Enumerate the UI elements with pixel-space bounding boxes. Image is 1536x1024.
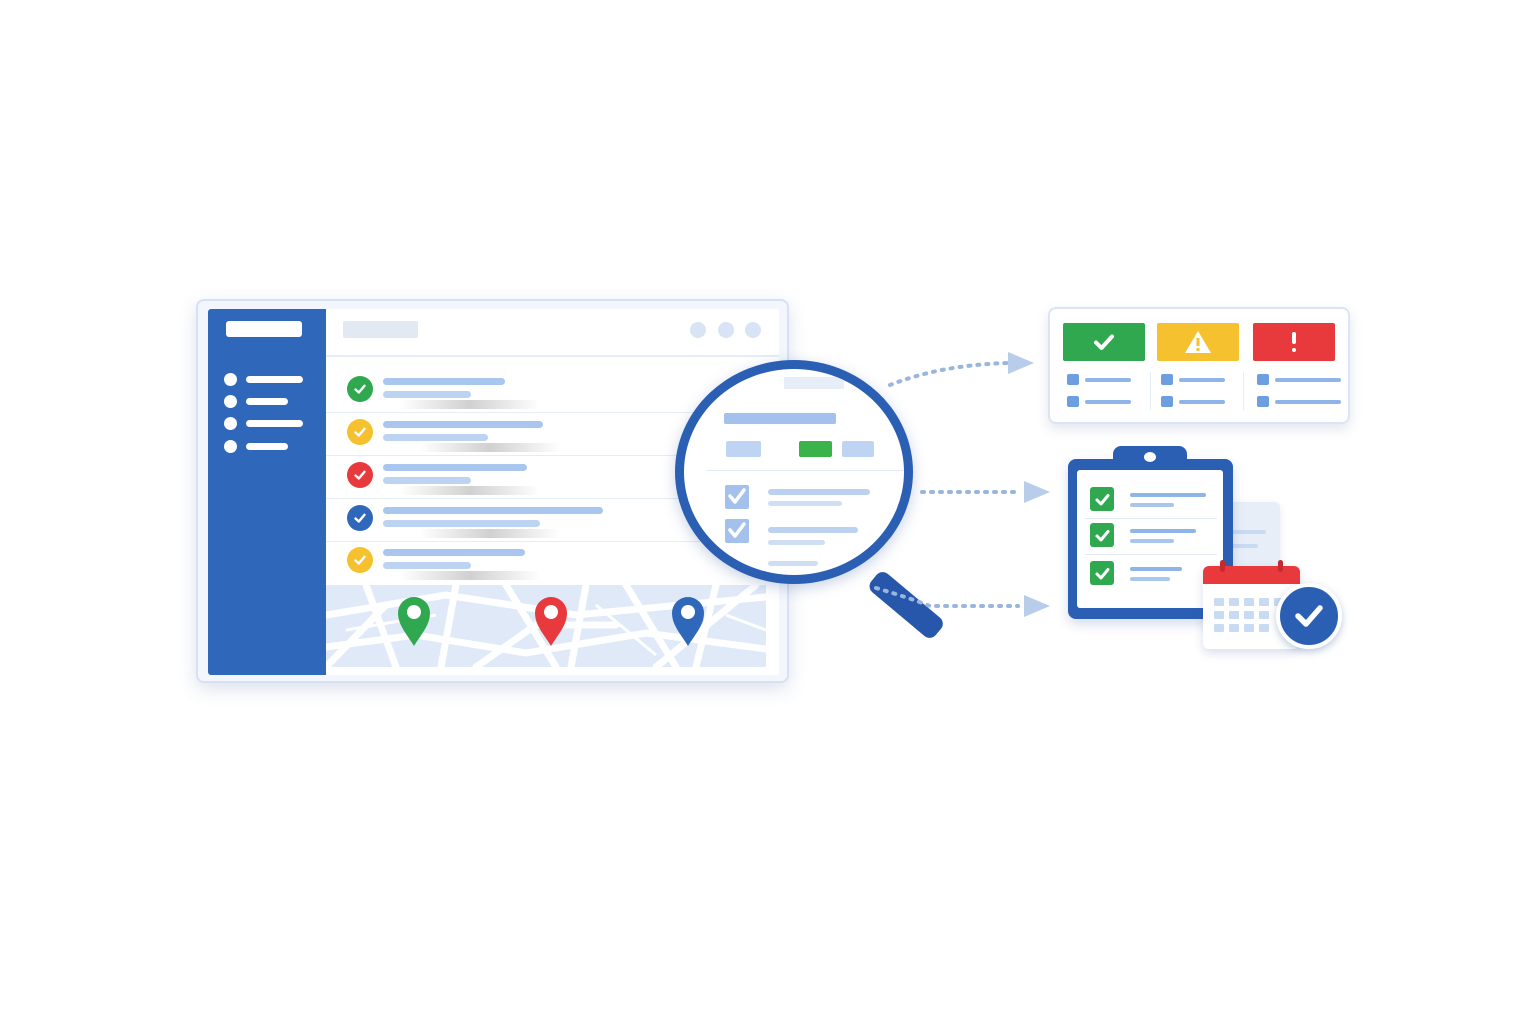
status-tile-warning[interactable] (1157, 323, 1239, 361)
list-bullet (1257, 396, 1269, 407)
calendar-day-cell (1214, 598, 1224, 606)
list-line (1275, 378, 1341, 382)
list-item-title[interactable] (383, 378, 505, 385)
status-tile-success[interactable] (1063, 323, 1145, 361)
checklist-item-subline (1130, 539, 1174, 543)
calendar-ring (1278, 560, 1283, 572)
exclamation-icon (1289, 330, 1299, 354)
calendar-day-cell (1244, 624, 1254, 632)
sidebar-logo (226, 321, 302, 337)
window-button[interactable] (745, 322, 761, 338)
calendar-day-cell (1214, 624, 1224, 632)
menu-dot-icon (224, 395, 237, 408)
list-line (1179, 378, 1225, 382)
sidebar (208, 309, 326, 675)
list-line (1275, 400, 1341, 404)
list-bullet (1257, 374, 1269, 385)
calendar-day-cell (1244, 611, 1254, 619)
clipboard-clip-hole (1144, 452, 1156, 462)
list-bullet (1067, 396, 1079, 407)
row-divider (326, 541, 766, 542)
sidebar-item-3[interactable] (246, 420, 303, 427)
calendar-day-cell (1229, 624, 1239, 632)
blurred-text (400, 571, 540, 580)
connector-arrows (874, 352, 1050, 617)
list-item-title[interactable] (383, 464, 527, 471)
divider (1150, 372, 1151, 410)
status-success-icon (347, 376, 373, 402)
checkbox-checked-icon[interactable] (1090, 487, 1114, 511)
calendar-day-cell (1229, 598, 1239, 606)
location-pin-icon[interactable] (670, 595, 706, 647)
magnifying-glass-icon (675, 360, 913, 584)
list-item-subtitle (383, 562, 471, 569)
list-item-subtitle (383, 477, 471, 484)
list-line (1179, 400, 1225, 404)
sidebar-item-4[interactable] (246, 443, 288, 450)
calendar-day-cell (1259, 624, 1269, 632)
location-pin-icon[interactable] (396, 595, 432, 647)
list-item-title[interactable] (383, 421, 543, 428)
checklist-item-line (1130, 529, 1196, 533)
calendar-day-cell (1259, 611, 1269, 619)
row-divider (326, 498, 766, 499)
arrow-head-icon (1024, 481, 1050, 503)
list-bullet (1161, 396, 1173, 407)
location-pin-icon[interactable] (533, 595, 569, 647)
status-info-icon (347, 505, 373, 531)
checkmark-icon (1091, 329, 1117, 355)
list-item-subtitle (383, 520, 540, 527)
list-line (1085, 400, 1131, 404)
list-line (1085, 378, 1131, 382)
header-title-placeholder (343, 321, 418, 338)
warning-triangle-icon (1183, 329, 1213, 355)
checkbox-checked-icon[interactable] (1090, 523, 1114, 547)
calendar-day-cell (1259, 598, 1269, 606)
checkmark-circle-icon (1276, 583, 1342, 649)
list-bullet (1067, 374, 1079, 385)
blurred-text (420, 529, 560, 538)
menu-dot-icon (224, 417, 237, 430)
blurred-text (420, 443, 560, 452)
checklist-item-subline (1130, 503, 1174, 507)
arrow-head-icon (1024, 595, 1050, 617)
list-bullet (1161, 374, 1173, 385)
blurred-text (400, 486, 540, 495)
calendar-ring (1220, 560, 1225, 572)
status-tile-error[interactable] (1253, 323, 1335, 361)
status-error-icon (347, 462, 373, 488)
list-item-title[interactable] (383, 549, 525, 556)
checklist-item-subline (1130, 577, 1170, 581)
checklist-divider (1085, 518, 1217, 519)
calendar-header (1203, 566, 1300, 584)
menu-dot-icon (224, 373, 237, 386)
sidebar-item-1[interactable] (246, 376, 303, 383)
row-divider (326, 455, 766, 456)
list-item-title[interactable] (383, 507, 603, 514)
checklist-item-line (1130, 567, 1182, 571)
checkbox-checked-icon[interactable] (1090, 561, 1114, 585)
row-divider (326, 412, 766, 413)
magnified-content (706, 377, 904, 566)
divider (1243, 372, 1244, 410)
window-button[interactable] (718, 322, 734, 338)
menu-dot-icon (224, 440, 237, 453)
calendar-day-cell (1244, 598, 1254, 606)
header-divider (326, 355, 779, 357)
status-pending-icon (347, 547, 373, 573)
status-pending-icon (347, 419, 373, 445)
sidebar-item-2[interactable] (246, 398, 288, 405)
list-item-subtitle (383, 391, 471, 398)
calendar-day-cell (1229, 611, 1239, 619)
arrow-head-icon (1008, 352, 1034, 374)
blurred-text (400, 400, 540, 409)
list-item-subtitle (383, 434, 488, 441)
checklist-item-line (1130, 493, 1206, 497)
checklist-divider (1085, 554, 1217, 555)
calendar-day-cell (1214, 611, 1224, 619)
window-button[interactable] (690, 322, 706, 338)
